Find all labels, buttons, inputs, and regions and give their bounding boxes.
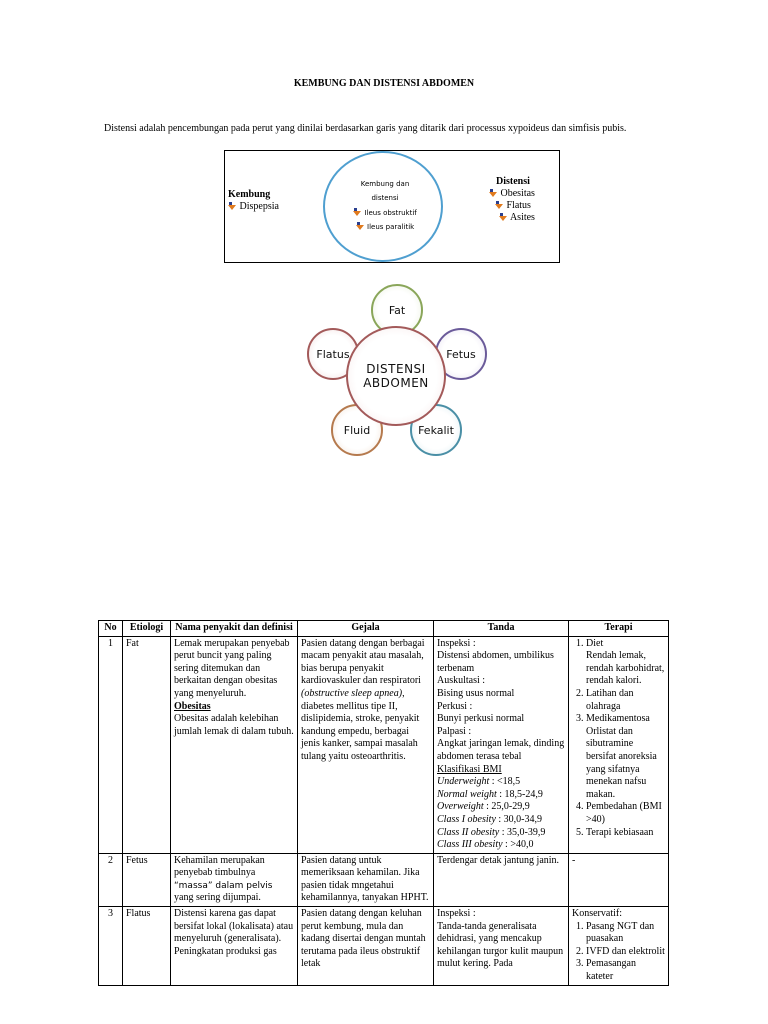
table-row: 2 Fetus Kehamilan merupakan penyebab tim… [98, 852, 669, 908]
diagram-center: DISTENSI ABDOMEN [346, 326, 446, 426]
cell-gejala: Pasien datang dengan berbagai macam peny… [297, 635, 434, 854]
cell-terapi: - [568, 852, 669, 908]
distensi-item-2: Flatus [495, 200, 531, 211]
arrow-icon [355, 222, 364, 230]
header-gejala: Gejala [297, 620, 434, 637]
cell-etiologi: Fat [122, 635, 171, 854]
header-tanda: Tanda [433, 620, 569, 637]
list-item: Terapi kebiasaan [586, 827, 665, 840]
etiology-table: No Etiologi Nama penyakit dan definisi G… [98, 620, 669, 986]
arrow-icon [495, 201, 503, 209]
cell-terapi: Konservatif: Pasang NGT dan puasakan IVF… [568, 906, 669, 986]
table-row: 3 Flatus Distensi karena gas dapat bersi… [98, 906, 669, 986]
ellipse-item-2: Ileus paralitik [325, 222, 445, 231]
cell-nama: Kehamilan merupakan penyebab timbulnya “… [170, 852, 298, 908]
cell-tanda: Terdengar detak jantung janin. [433, 852, 569, 908]
distensi-diagram: Fat Fetus Fekalit Fluid Flatus DISTENSI … [298, 282, 498, 462]
list-item: Pemasangan kateter [586, 958, 665, 983]
cell-no: 1 [98, 635, 123, 854]
kembung-heading: Kembung [228, 189, 271, 200]
cell-etiologi: Fetus [122, 852, 171, 908]
center-ellipse: Kembung dan distensi Ileus obstruktif Il… [323, 151, 443, 262]
header-no: No [98, 620, 123, 637]
cell-gejala: Pasien datang dengan keluhan perut kembu… [297, 906, 434, 986]
ellipse-line-1: Kembung dan [360, 180, 410, 188]
cell-tanda: Inspeksi : Tanda-tanda generalisata dehi… [433, 906, 569, 986]
list-item: Pasang NGT dan puasakan [586, 921, 665, 946]
center-line-1: DISTENSI [366, 362, 426, 376]
list-item: Pembedahan (BMI >40) [586, 801, 665, 826]
cell-nama: Distensi karena gas dapat bersifat lokal… [170, 906, 298, 986]
list-item: IVFD dan elektrolit [586, 946, 665, 959]
cell-tanda: Inspeksi : Distensi abdomen, umbilikus t… [433, 635, 569, 854]
ellipse-line-2: distensi [371, 194, 399, 202]
ellipse-item-1: Ileus obstruktif [325, 208, 445, 217]
distensi-heading: Distensi [496, 176, 530, 187]
header-nama: Nama penyakit dan definisi [170, 620, 298, 637]
header-terapi: Terapi [568, 620, 669, 637]
cell-gejala: Pasien datang untuk memeriksaan kehamila… [297, 852, 434, 908]
cell-no: 3 [98, 906, 123, 986]
arrow-icon [353, 208, 362, 216]
arrow-icon [228, 202, 236, 210]
header-etiologi: Etiologi [122, 620, 171, 637]
cell-nama: Lemak merupakan penyebab perut buncit ya… [170, 635, 298, 854]
kembung-item: Dispepsia [228, 201, 279, 212]
table-header-row: No Etiologi Nama penyakit dan definisi G… [98, 620, 669, 637]
arrow-icon [499, 213, 507, 221]
distensi-item-1: Obesitas [489, 188, 535, 199]
table-row: 1 Fat Lemak merupakan penyebab perut bun… [98, 635, 669, 854]
distensi-item-3: Asites [499, 212, 535, 223]
document-title: KEMBUNG DAN DISTENSI ABDOMEN [293, 78, 475, 89]
concept-box: Kembung Dispepsia Kembung dan distensi I… [224, 150, 560, 263]
cell-no: 2 [98, 852, 123, 908]
list-item: Latihan dan olahraga [586, 688, 665, 713]
cell-etiologi: Flatus [122, 906, 171, 986]
center-line-2: ABDOMEN [363, 376, 429, 390]
arrow-icon [489, 189, 497, 197]
intro-paragraph: Distensi adalah pencembungan pada perut … [104, 123, 627, 134]
